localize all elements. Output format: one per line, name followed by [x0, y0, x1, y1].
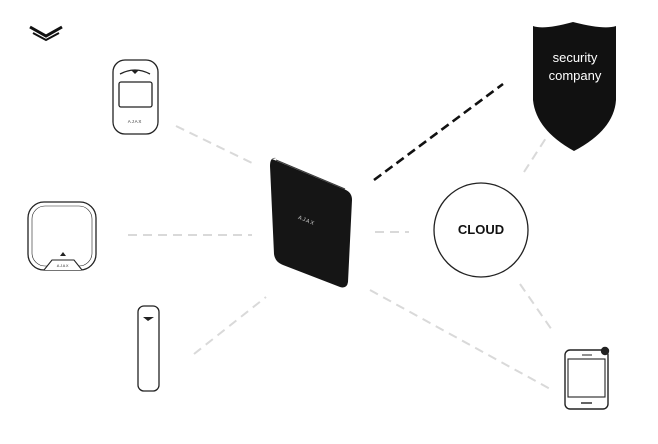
link-motion-to-hub — [175, 125, 253, 164]
motion-device-mark: AJAX — [128, 119, 142, 124]
link-doorsensor-to-hub — [193, 296, 267, 355]
cloud-label: CLOUD — [458, 222, 504, 237]
siren-device-mark: AJAX — [57, 263, 69, 268]
security-label-line2: company — [549, 68, 602, 83]
shield-icon: security company — [533, 22, 616, 151]
hub-icon: AJAX — [270, 157, 352, 288]
link-hub-to-tablet — [369, 289, 553, 391]
motion-detector-icon: AJAX — [112, 59, 159, 135]
siren-icon: AJAX — [27, 201, 97, 271]
door-sensor-icon — [137, 305, 160, 392]
security-label-line1: security — [553, 50, 598, 65]
link-hub-to-security — [373, 82, 504, 182]
connections — [128, 82, 555, 391]
cloud-node: CLOUD — [433, 182, 529, 278]
link-cloud-to-tablet — [519, 283, 555, 334]
tablet-icon — [564, 346, 610, 410]
notification-dot-icon — [600, 346, 610, 356]
ajax-chevron-logo-icon — [29, 25, 63, 42]
link-cloud-to-security — [523, 137, 547, 173]
